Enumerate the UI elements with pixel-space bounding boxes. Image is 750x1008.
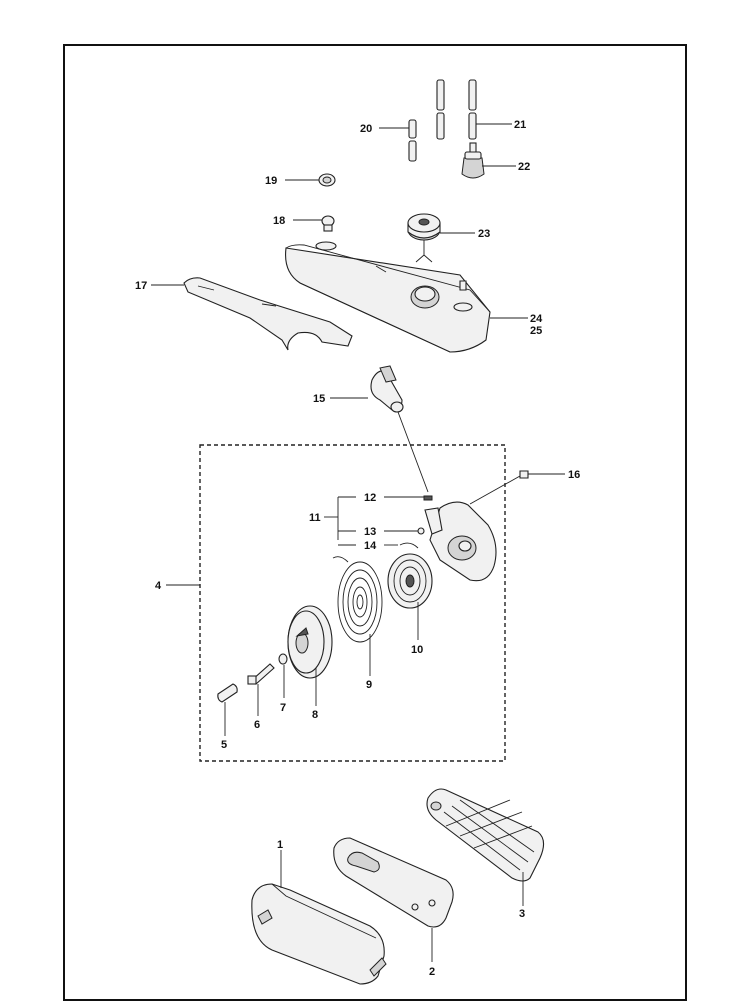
label-23: 23 (478, 228, 490, 240)
diagram-frame (63, 44, 687, 1001)
label-6: 6 (254, 719, 260, 731)
label-11: 11 (309, 512, 321, 524)
fuel-cap-icon (407, 213, 441, 263)
label-14: 14 (364, 540, 377, 552)
plate-icon (426, 788, 545, 882)
bolt-icon (247, 663, 275, 685)
label-7: 7 (280, 702, 286, 714)
label-16: 16 (568, 469, 580, 481)
label-22: 22 (518, 161, 530, 173)
fuel-filter-icon (461, 142, 485, 179)
starter-housing-icon (424, 501, 497, 582)
sleeve-icon (217, 683, 238, 703)
label-18: 18 (273, 215, 285, 227)
screw-icon (469, 470, 529, 505)
label-9: 9 (366, 679, 372, 691)
pawl-icon (399, 495, 433, 549)
label-13: 13 (364, 526, 376, 538)
label-19: 19 (265, 175, 277, 187)
starter-assembly-group-box (199, 444, 506, 762)
label-20: 20 (360, 123, 372, 135)
label-4: 4 (155, 580, 162, 592)
label-8: 8 (312, 709, 318, 721)
pin-icon (408, 79, 477, 162)
label-10: 10 (411, 644, 423, 656)
nut-icon (321, 215, 335, 232)
washer-icon (278, 653, 288, 665)
label-24: 24 (530, 313, 543, 325)
spring-icon (387, 553, 433, 609)
label-25: 25 (530, 325, 542, 337)
gasket-icon (333, 837, 454, 928)
fuel-tank-icon (285, 241, 491, 353)
label-1: 1 (277, 839, 283, 851)
cover-icon (251, 883, 387, 985)
label-15: 15 (313, 393, 325, 405)
label-3: 3 (519, 908, 525, 920)
bracket-icon (183, 277, 353, 351)
label-17: 17 (135, 280, 147, 292)
label-21: 21 (514, 119, 526, 131)
leader-lines (151, 123, 565, 962)
pulley-icon (287, 605, 333, 679)
label-5: 5 (221, 739, 227, 751)
starter-handle-icon (370, 365, 404, 413)
label-12: 12 (364, 492, 376, 504)
label-2: 2 (429, 966, 435, 978)
recoil-spring-icon (332, 556, 383, 643)
grommet-icon (318, 173, 336, 187)
